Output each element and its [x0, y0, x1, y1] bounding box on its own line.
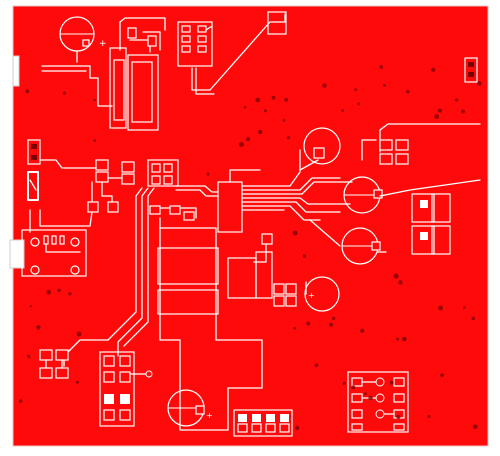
drill-hit [440, 373, 444, 378]
drill-hit [364, 392, 367, 396]
drill-hit [427, 415, 431, 418]
capacitor-bottom-center: + [167, 389, 213, 427]
drill-hit [29, 305, 33, 308]
drill-hit [357, 102, 361, 106]
drill-hit [243, 105, 247, 109]
left-component-cluster [39, 159, 179, 213]
drill-hit [471, 316, 476, 321]
drill-hit [314, 363, 319, 368]
drill-hit [36, 325, 41, 330]
drill-hit [455, 98, 459, 102]
right-side-traces [361, 123, 481, 255]
drill-hit [368, 395, 373, 401]
drill-hit [292, 230, 298, 236]
drill-hit [398, 280, 403, 285]
left-edge-connector-usb [9, 239, 25, 269]
drill-hit [438, 305, 443, 311]
polarity-mark-2: + [308, 291, 315, 300]
drill-hit [284, 98, 288, 102]
drill-hit [246, 137, 251, 142]
drill-hit [302, 254, 307, 258]
capacitor-right-lower [309, 219, 381, 265]
drill-hit [351, 385, 356, 390]
capacitor-center [299, 127, 341, 171]
copper-pour [13, 6, 488, 446]
ic-center [217, 149, 353, 233]
polarity-mark-1: + [99, 39, 107, 49]
drill-hit [341, 109, 345, 112]
drill-hit [286, 136, 290, 140]
drill-hit [93, 98, 96, 102]
drill-hit [389, 380, 394, 385]
drill-hit [354, 88, 358, 92]
drill-hit [476, 81, 482, 86]
drill-hit [25, 89, 30, 94]
drill-hit [271, 95, 276, 100]
drill-hit [27, 354, 31, 359]
drill-hit [331, 316, 336, 320]
drill-hit [306, 321, 311, 326]
drill-hit [206, 172, 210, 176]
drill-hit [57, 288, 61, 292]
drill-hit [473, 424, 478, 430]
drill-hit [396, 337, 400, 341]
drill-hit [293, 326, 297, 330]
drill-hit [434, 114, 440, 120]
drill-hit [46, 290, 52, 295]
drill-hit [322, 83, 327, 88]
drill-hit [76, 331, 82, 337]
header-bottom [233, 409, 293, 437]
drill-hit [437, 108, 442, 113]
drill-hit [406, 90, 410, 94]
drill-hit [360, 328, 365, 333]
drill-hit [263, 109, 267, 113]
drill-hits [18, 65, 482, 430]
drill-hit [62, 91, 67, 95]
left-edge-connector-top [12, 55, 20, 87]
bottom-left-components [39, 349, 69, 379]
drill-hit [258, 129, 263, 135]
drill-hit [383, 83, 386, 87]
drill-hit [295, 425, 300, 430]
drill-hit [239, 142, 244, 147]
drill-hit [463, 306, 466, 309]
capacitor-right-upper [343, 176, 383, 214]
connector-bottom-right [347, 371, 409, 433]
drill-hit [329, 322, 334, 327]
drill-hit [396, 415, 401, 419]
drill-hit [68, 292, 72, 296]
power-section-traces [41, 17, 166, 131]
drill-hit [93, 139, 97, 143]
connector-right-top [464, 57, 478, 83]
drill-hit [282, 119, 286, 122]
ic-top-center [177, 13, 286, 95]
drill-hit [18, 399, 23, 403]
polarity-mark-3: + [206, 411, 213, 420]
module-bottom-left-center [99, 351, 153, 427]
mid-components: + [227, 233, 340, 312]
drill-hit [393, 273, 399, 279]
board-outline [12, 5, 489, 447]
header-left [27, 139, 41, 201]
central-pour-outline [149, 205, 263, 431]
drill-hit [379, 65, 384, 69]
drill-hit [402, 336, 407, 342]
drill-hit [431, 67, 436, 72]
drill-hit [255, 97, 261, 103]
drill-hit [75, 380, 79, 384]
connector-top [267, 11, 287, 35]
drill-hit [342, 381, 347, 386]
drill-hit [461, 109, 465, 114]
usb-connector-footprint [21, 209, 93, 277]
